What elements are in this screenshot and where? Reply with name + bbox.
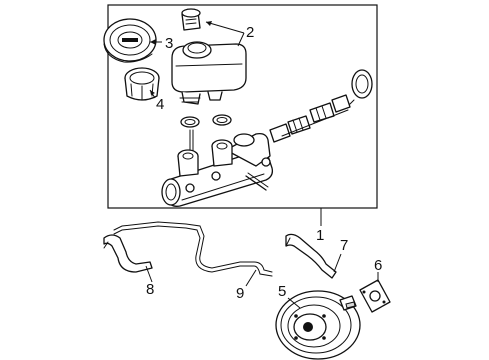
callout-5: 5 bbox=[278, 283, 286, 300]
master-cylinder-body bbox=[161, 132, 274, 207]
callout-9: 9 bbox=[236, 285, 244, 302]
callout-1: 1 bbox=[316, 227, 324, 244]
assembly-box bbox=[107, 4, 378, 209]
retaining-pin bbox=[245, 172, 269, 191]
piston-assembly bbox=[269, 69, 373, 143]
callout-2: 2 bbox=[246, 24, 254, 41]
brake-booster bbox=[275, 290, 361, 360]
reservoir-strainer bbox=[124, 67, 160, 101]
callout-7: 7 bbox=[340, 237, 348, 254]
callout-4: 4 bbox=[156, 96, 164, 113]
callout-3: 3 bbox=[165, 35, 173, 52]
vacuum-hose-7 bbox=[285, 233, 337, 279]
reservoir-cap bbox=[103, 18, 157, 63]
reservoir-grommets bbox=[180, 114, 232, 153]
leader-lines bbox=[145, 21, 379, 309]
vacuum-pipe-9 bbox=[113, 221, 273, 277]
vacuum-hose-8 bbox=[103, 234, 153, 273]
callout-6: 6 bbox=[374, 257, 382, 274]
small-cap bbox=[181, 8, 201, 31]
fluid-reservoir bbox=[171, 41, 247, 105]
callout-8: 8 bbox=[146, 281, 154, 298]
booster-gasket bbox=[359, 279, 391, 313]
